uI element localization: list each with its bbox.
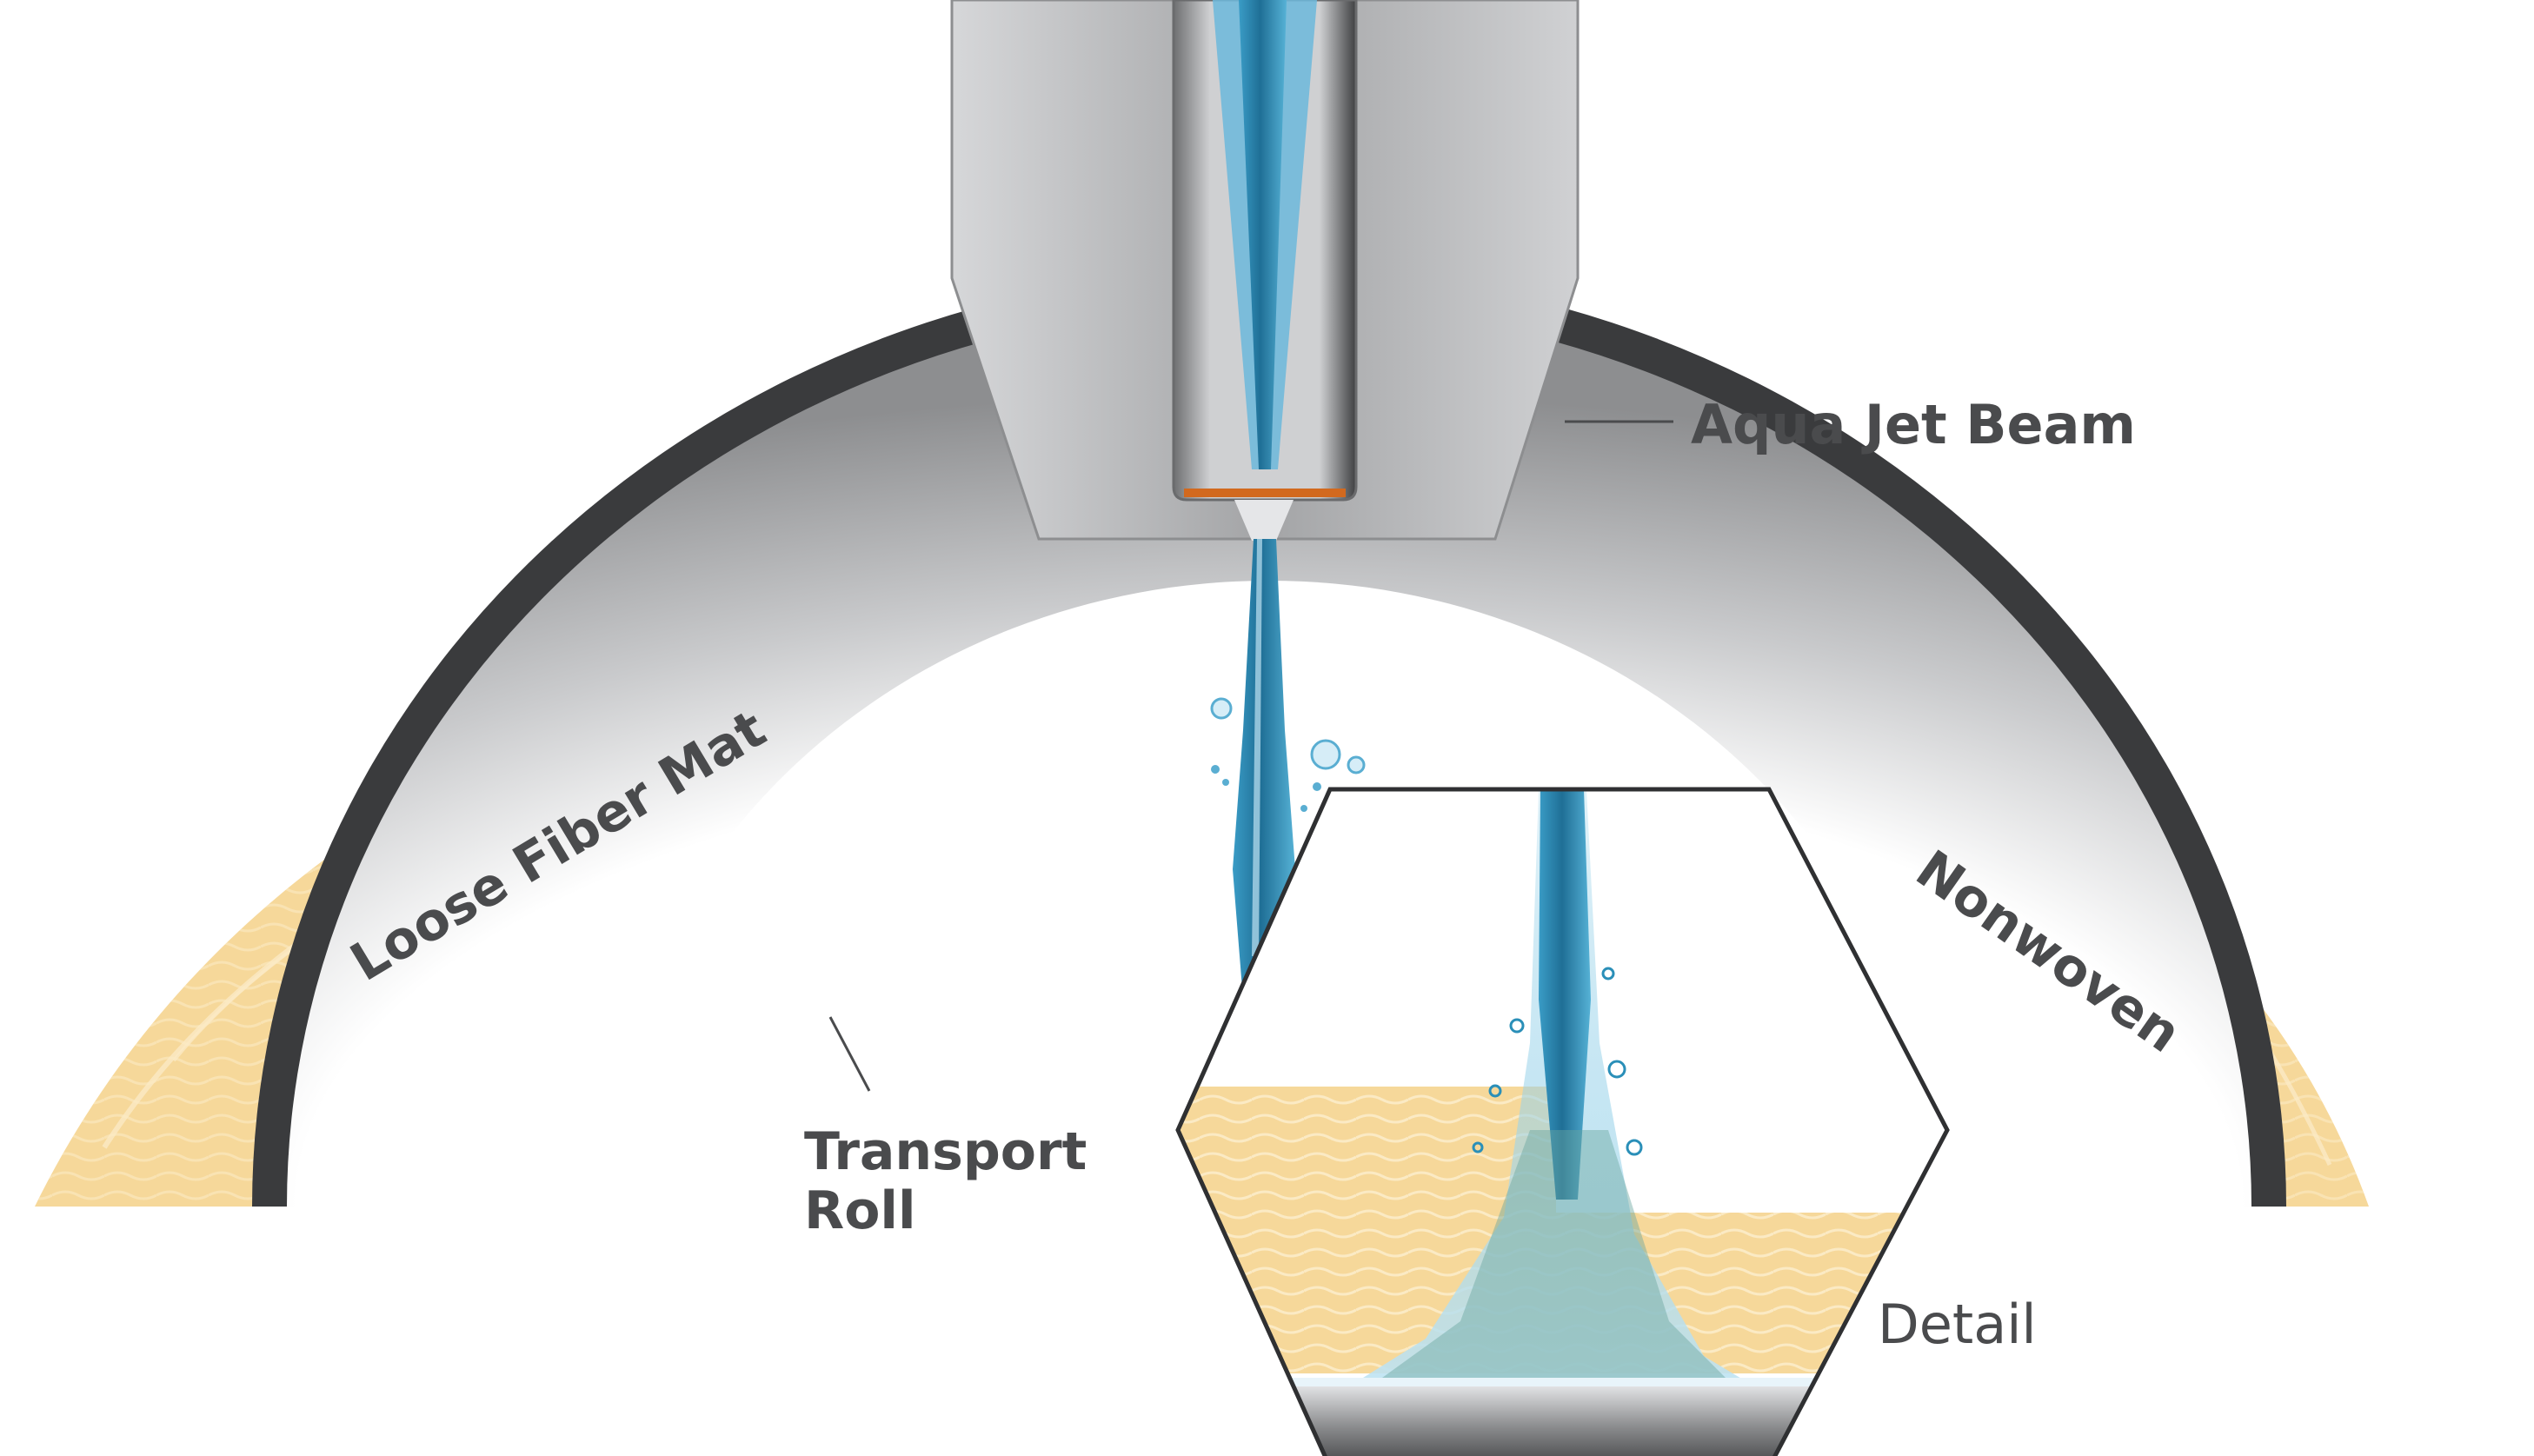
label-detail: Detail (1878, 1293, 2037, 1356)
label-aqua-jet-beam: Aqua Jet Beam (1691, 393, 2136, 456)
water-droplet (1313, 782, 1321, 791)
water-droplet (1310, 739, 1341, 770)
water-droplet (1300, 805, 1307, 812)
water-droplet (1211, 765, 1220, 774)
roll-leader-line (828, 1016, 871, 1092)
label-transport-roll-line1: Transport (804, 1121, 1087, 1182)
water-droplet (1222, 779, 1229, 786)
label-transport-roll-line2: Roll (804, 1180, 916, 1241)
aqua-jet-beam (950, 0, 1580, 541)
water-jet-stream (1210, 539, 1366, 1000)
water-droplet (1210, 697, 1233, 720)
water-droplet (1347, 755, 1366, 775)
detail-hexagon (1175, 787, 1950, 1456)
